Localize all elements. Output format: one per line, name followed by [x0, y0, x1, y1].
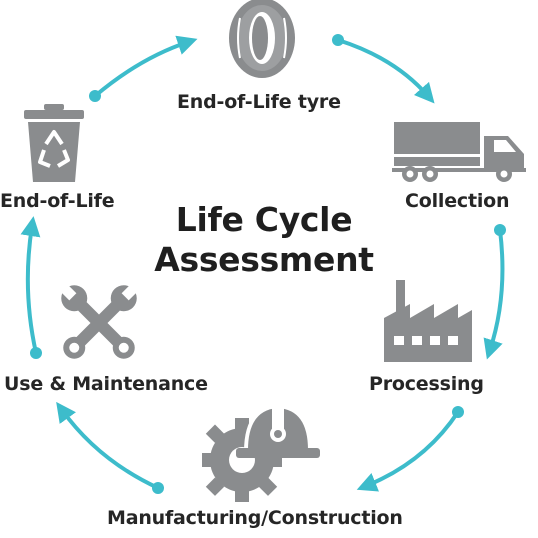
stage-label-end-of-life-tyre: End-of-Life tyre — [177, 91, 341, 113]
wrench-icon — [59, 283, 139, 359]
stage-label-processing: Processing — [369, 373, 484, 395]
tyre-icon — [229, 0, 295, 78]
arrow-collection-to-processing — [483, 228, 505, 360]
arrow-dot — [30, 347, 42, 359]
arrow-manufacturing-to-use — [56, 401, 160, 490]
recycle-bin-icon — [24, 104, 84, 182]
title-line-1: Life Cycle — [175, 200, 353, 239]
arrow-processing-to-manufacturing — [356, 410, 460, 492]
title-line-2: Assessment — [154, 240, 374, 279]
arrow-dot — [332, 34, 344, 46]
arrow-dot — [452, 406, 464, 418]
arrow-eol-to-tyre — [93, 35, 198, 98]
stage-label-collection: Collection — [405, 190, 510, 212]
stage-label-end-of-life: End-of-Life — [0, 190, 115, 212]
stage-label-use-maintenance: Use & Maintenance — [4, 373, 208, 395]
arrow-tyre-to-collection — [336, 38, 435, 104]
arrow-use-to-eol — [20, 216, 41, 355]
diagram-title: Life Cycle Assessment — [150, 200, 378, 280]
factory-icon — [384, 280, 472, 362]
truck-icon — [392, 122, 526, 182]
arrow-dot — [494, 224, 506, 236]
stage-label-manufacturing-construction: Manufacturing/Construction — [107, 507, 403, 529]
gear-hardhat-icon — [202, 404, 320, 502]
arrow-dot — [89, 90, 101, 102]
arrow-dot — [152, 482, 164, 494]
